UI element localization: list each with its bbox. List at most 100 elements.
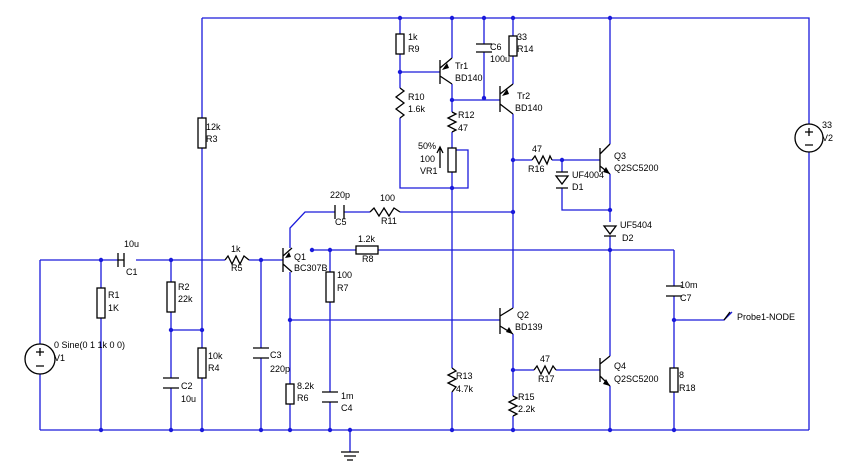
voltage-source-v2[interactable] (794, 123, 824, 153)
capacitor-c2[interactable] (163, 377, 179, 389)
label-c1-ref: C1 (126, 267, 138, 277)
label-c2-val: 10u (181, 394, 196, 404)
capacitor-c6[interactable] (476, 43, 492, 53)
label-r11-val: 100 (380, 193, 395, 203)
label-c4-ref: C4 (341, 403, 353, 413)
label-tr2-ref: Tr2 (517, 91, 530, 101)
resistor-r16[interactable] (531, 154, 553, 166)
resistor-r2[interactable] (166, 281, 176, 313)
transistor-q3[interactable] (599, 143, 611, 175)
resistor-r11[interactable] (369, 206, 401, 218)
label-r14-ref: R14 (517, 44, 534, 54)
label-r4-ref: R4 (208, 363, 220, 373)
junction-dots (98, 15, 677, 433)
label-r16-val: 47 (532, 144, 542, 154)
capacitor-c4[interactable] (322, 391, 338, 403)
label-r18-ref: R18 (679, 383, 696, 393)
transistor-tr1[interactable] (439, 57, 453, 85)
label-r1-val: 1K (108, 303, 119, 313)
label-r6-val: 8.2k (297, 381, 315, 391)
label-vr1-ref: VR1 (420, 166, 438, 176)
label-r1-ref: R1 (108, 290, 120, 300)
label-vr1-setting: 50% (418, 141, 436, 151)
label-c2-ref: C2 (181, 381, 193, 391)
resistor-r12[interactable] (446, 111, 458, 133)
label-q3-val: Q2SC5200 (614, 163, 659, 173)
label-r11-ref: R11 (381, 216, 397, 226)
label-r12-ref: R12 (458, 110, 475, 120)
transistor-q2[interactable] (499, 307, 514, 335)
label-r10-val: 1.6k (408, 104, 426, 114)
label-r5-ref: R5 (231, 263, 243, 273)
label-c7-val: 10m (680, 280, 698, 290)
label-r7-val: 100 (337, 270, 352, 280)
resistor-r17[interactable] (533, 364, 557, 376)
voltage-source-v1[interactable] (24, 343, 56, 375)
capacitor-c1[interactable] (117, 253, 125, 267)
label-c1-val: 10u (124, 239, 139, 249)
label-r18-val: 8 (679, 370, 684, 380)
resistor-r5[interactable] (224, 254, 250, 266)
resistor-r7[interactable] (325, 271, 335, 303)
resistor-r14[interactable] (508, 35, 518, 57)
resistor-r9[interactable] (395, 33, 405, 55)
label-c4-val: 1m (341, 391, 354, 401)
label-r8-ref: R8 (362, 254, 374, 264)
resistor-r15[interactable] (507, 395, 519, 417)
capacitor-c3[interactable] (253, 347, 269, 359)
resistor-r8[interactable] (355, 245, 379, 255)
ground-symbol (341, 451, 359, 461)
label-r7-ref: R7 (337, 283, 349, 293)
label-d1-val: UF4004 (572, 170, 604, 180)
label-q2-val: BD139 (515, 322, 543, 332)
resistor-r4[interactable] (197, 347, 207, 379)
label-v2-ref: V2 (822, 133, 833, 143)
label-tr2-val: BD140 (515, 103, 543, 113)
label-v1-ref: V1 (54, 353, 65, 363)
label-c5-val: 220p (330, 190, 350, 200)
label-r17-val: 47 (540, 354, 550, 364)
label-r5-val: 1k (231, 244, 241, 254)
resistor-r6[interactable] (285, 383, 295, 405)
wires (39, 17, 810, 452)
label-r15-ref: R15 (518, 392, 535, 402)
resistor-r10[interactable] (394, 87, 406, 119)
label-r12-val: 47 (458, 123, 468, 133)
label-d2-ref: D2 (622, 233, 634, 243)
diode-d1[interactable] (554, 171, 570, 189)
transistor-q4[interactable] (599, 355, 611, 387)
resistor-r18[interactable] (669, 367, 679, 393)
label-r15-val: 2.2k (518, 404, 536, 414)
transistor-tr2[interactable] (499, 83, 514, 115)
label-d2-val: UF5404 (620, 220, 652, 230)
label-vr1-val: 100 (420, 154, 435, 164)
label-r8-val: 1.2k (358, 234, 376, 244)
capacitor-c7[interactable] (666, 285, 682, 297)
probe-marker[interactable] (723, 311, 731, 321)
label-d1-ref: D1 (572, 182, 584, 192)
label-r4-val: 10k (208, 351, 223, 361)
label-r16-ref: R16 (528, 164, 545, 174)
label-c3-ref: C3 (270, 350, 282, 360)
label-q4-val: Q2SC5200 (614, 374, 659, 384)
label-r3-val: 12k (206, 122, 221, 132)
label-q1-val: BC307B (294, 263, 328, 273)
label-r2-val: 22k (178, 294, 193, 304)
label-tr1-val: BD140 (455, 73, 483, 83)
resistor-r3[interactable] (197, 117, 207, 149)
label-v1-val: 0 Sine(0 1 1k 0 0) (54, 340, 125, 350)
label-r9-val: 1k (408, 32, 418, 42)
resistor-r13[interactable] (446, 367, 458, 393)
label-r3-ref: R3 (206, 134, 218, 144)
potentiometer-vr1[interactable] (436, 145, 457, 173)
label-c5-ref: C5 (335, 217, 347, 227)
transistor-q1[interactable] (282, 247, 293, 273)
label-tr1-ref: Tr1 (455, 61, 468, 71)
label-r6-ref: R6 (297, 393, 309, 403)
label-r14-val: 33 (517, 32, 527, 42)
capacitor-c5[interactable] (334, 205, 345, 219)
resistor-r1[interactable] (96, 287, 106, 319)
label-v2-val: 33 (822, 120, 832, 130)
diode-d2[interactable] (602, 225, 618, 237)
